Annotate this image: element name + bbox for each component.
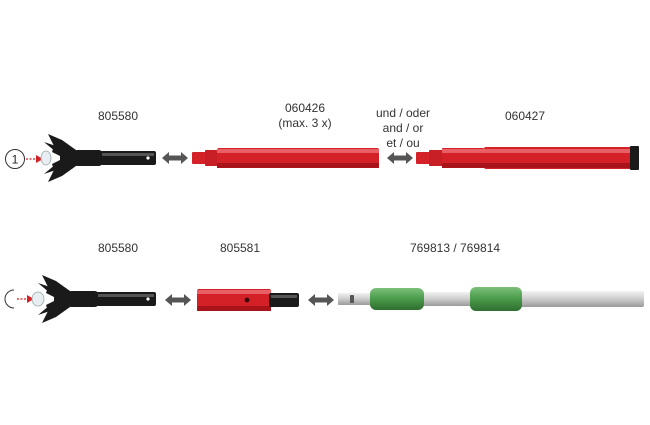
part-number-adapter: 805581: [219, 241, 261, 255]
double-arrow-icon: [162, 152, 188, 164]
red-arrow-icon: [26, 155, 43, 163]
red-pole-note: (max. 3 x): [278, 116, 332, 130]
step-marker-number: 1: [12, 153, 19, 167]
red-pole-060427: [416, 146, 639, 170]
red-arrow-icon: [17, 295, 34, 303]
double-arrow-icon: [308, 294, 334, 306]
gripper-tool-icon: [31, 275, 156, 323]
circle-marker-icon: [4, 289, 15, 309]
circle-marker-icon: 1: [5, 149, 25, 169]
part-number-gripper-2: 805580: [97, 241, 139, 255]
double-arrow-icon: [387, 152, 413, 164]
conjunction-fr: et / ou: [386, 136, 420, 150]
adapter-805581: [197, 289, 299, 311]
part-number-telescopic: 769813 / 769814: [409, 241, 501, 255]
part-number-red-pole-long: 060427: [504, 109, 546, 123]
part-number-gripper-1: 805580: [97, 109, 139, 123]
double-arrow-icon: [165, 294, 191, 306]
conjunction-de: und / oder: [375, 106, 431, 120]
telescopic-pole: [338, 287, 644, 311]
red-pole-060426: [192, 148, 379, 168]
conjunction-en: and / or: [382, 121, 424, 135]
gripper-tool-icon: [40, 134, 156, 182]
part-number-red-pole: 060426: [284, 101, 326, 115]
